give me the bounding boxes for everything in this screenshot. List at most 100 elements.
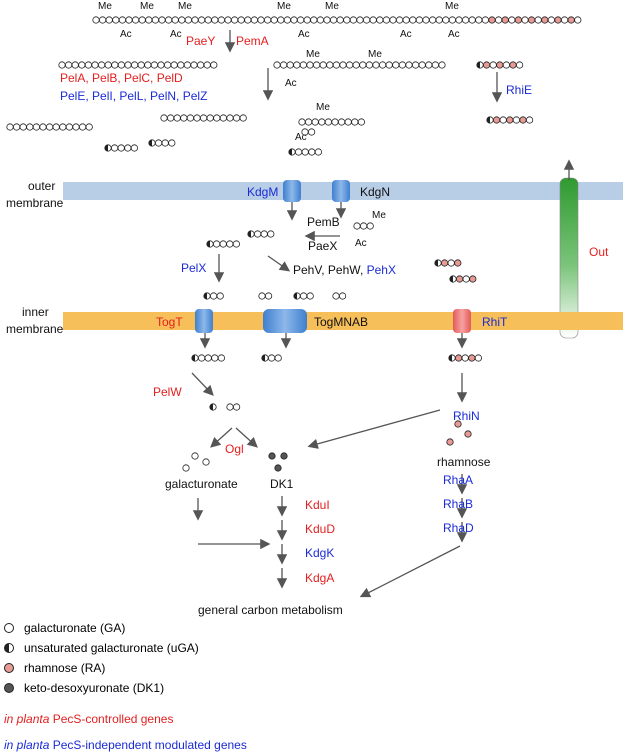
ra-monomer <box>454 354 463 362</box>
ga-monomer <box>79 123 87 131</box>
ra-monomer <box>455 275 464 283</box>
uga-monomer-half <box>247 230 251 238</box>
uga-monomer-half <box>209 403 213 411</box>
ga-monomer <box>117 144 125 152</box>
ga-monomer <box>273 61 281 69</box>
me-label: Me <box>445 1 459 12</box>
ga-monomer <box>267 354 276 362</box>
ga-monomer <box>258 292 266 300</box>
ga-monomer <box>213 114 221 122</box>
pehv-label: PehV, PehW, PehX <box>293 263 396 277</box>
ga-monomer <box>186 114 194 122</box>
ga-monomer <box>99 16 107 24</box>
ga-monomer <box>337 118 346 126</box>
me-label: Me <box>368 49 382 60</box>
ga-dot-icon <box>4 623 14 633</box>
ga-monomer <box>338 292 347 300</box>
uga-monomer-half <box>293 292 297 300</box>
ga-monomer <box>389 16 397 24</box>
ga-monomer <box>204 16 212 24</box>
ga-monomer <box>293 61 301 69</box>
pel-independent-label: PelE, PelI, PelL, PelN, PelZ <box>60 89 207 103</box>
ga-monomer <box>155 139 163 147</box>
pel-controlled-label: PelA, PelB, PelC, PelD <box>60 71 183 85</box>
pecs-controlled-text: PecS-controlled genes <box>49 712 174 726</box>
methyl-labels-main: Me Me Me Me Me Me Ac Ac Ac Ac Ac <box>98 1 460 40</box>
ga-monomer <box>39 123 47 131</box>
pehx-text: PehX <box>367 263 396 277</box>
me-label: Me <box>325 1 339 12</box>
kdgm-channel <box>283 180 301 202</box>
ga-monomer <box>385 61 393 69</box>
ga-monomer <box>382 16 390 24</box>
ga-monomer <box>125 16 133 24</box>
ga-monomer <box>521 16 529 24</box>
ga-monomer <box>438 61 446 69</box>
kdgn-label: KdgN <box>360 185 390 199</box>
ga-monomer <box>170 61 178 69</box>
uga-monomer-half <box>448 354 452 362</box>
ra-monomer <box>496 61 504 69</box>
ga-monomer <box>462 275 470 283</box>
ga-monomer <box>58 61 66 69</box>
ga-monomer <box>131 61 139 69</box>
ga-monomer <box>359 61 367 69</box>
pelx-label: PelX <box>181 261 206 275</box>
ac-label: Ac <box>170 29 182 40</box>
uga-monomer-half <box>104 144 108 152</box>
ga-monomer <box>92 16 100 24</box>
ga-monomer <box>316 16 324 24</box>
ga-monomer <box>164 61 172 69</box>
rhaa-label: RhaA <box>443 473 473 487</box>
ra-monomer <box>509 61 517 69</box>
ga-monomer <box>286 61 294 69</box>
rhamnose-label: rhamnose <box>437 455 491 469</box>
ga-monomer <box>475 16 483 24</box>
ga-monomer <box>461 16 470 24</box>
ga-monomer <box>200 114 208 122</box>
ga-monomer <box>369 16 377 24</box>
rhad-label: RhaD <box>443 521 474 535</box>
ra-monomer <box>514 16 523 24</box>
legend-uga: unsaturated galacturonate (uGA) <box>4 640 199 656</box>
ga-monomer <box>71 61 79 69</box>
ga-monomer <box>263 16 272 24</box>
kdui-label: KduI <box>305 498 330 512</box>
ga-monomer <box>233 114 241 122</box>
ga-monomer <box>357 118 365 126</box>
ga-monomer <box>219 240 227 248</box>
uga-monomer-half <box>486 116 490 124</box>
ga-monomer <box>308 148 316 156</box>
ga-monomer <box>137 61 145 69</box>
ra-monomer <box>469 275 477 283</box>
ga-monomer <box>158 16 166 24</box>
ra-monomer <box>464 430 472 438</box>
ga-monomer <box>233 403 241 411</box>
ga-monomer <box>274 354 282 362</box>
uga-monomer-half <box>261 354 265 362</box>
ga-monomer <box>239 114 247 122</box>
ga-monomer <box>198 16 206 24</box>
ga-monomer <box>117 61 126 69</box>
ga-monomer <box>402 16 410 24</box>
rhin-label: RhiN <box>453 409 480 423</box>
legend-uga-text: unsaturated galacturonate (uGA) <box>24 641 199 655</box>
ga-monomer <box>296 16 305 24</box>
ga-monomer <box>78 61 86 69</box>
ga-monomer <box>395 16 404 24</box>
togmnab-transporter <box>263 309 307 333</box>
ga-monomer <box>352 61 360 69</box>
ga-monomer <box>270 16 278 24</box>
uga-monomer-half <box>191 354 195 362</box>
ga-monomer <box>203 61 211 69</box>
ga-monomer <box>206 114 214 122</box>
ga-monomer <box>349 16 357 24</box>
in-planta-text: in planta <box>4 712 50 726</box>
ga-monomer <box>448 16 456 24</box>
kdgk-label: KdgK <box>305 546 334 560</box>
ga-monomer <box>279 61 288 69</box>
ga-monomer <box>428 16 437 24</box>
ra-monomer <box>482 61 491 69</box>
uga-monomer-half <box>288 148 292 156</box>
legend-ga-text: galacturonate (GA) <box>24 621 126 635</box>
